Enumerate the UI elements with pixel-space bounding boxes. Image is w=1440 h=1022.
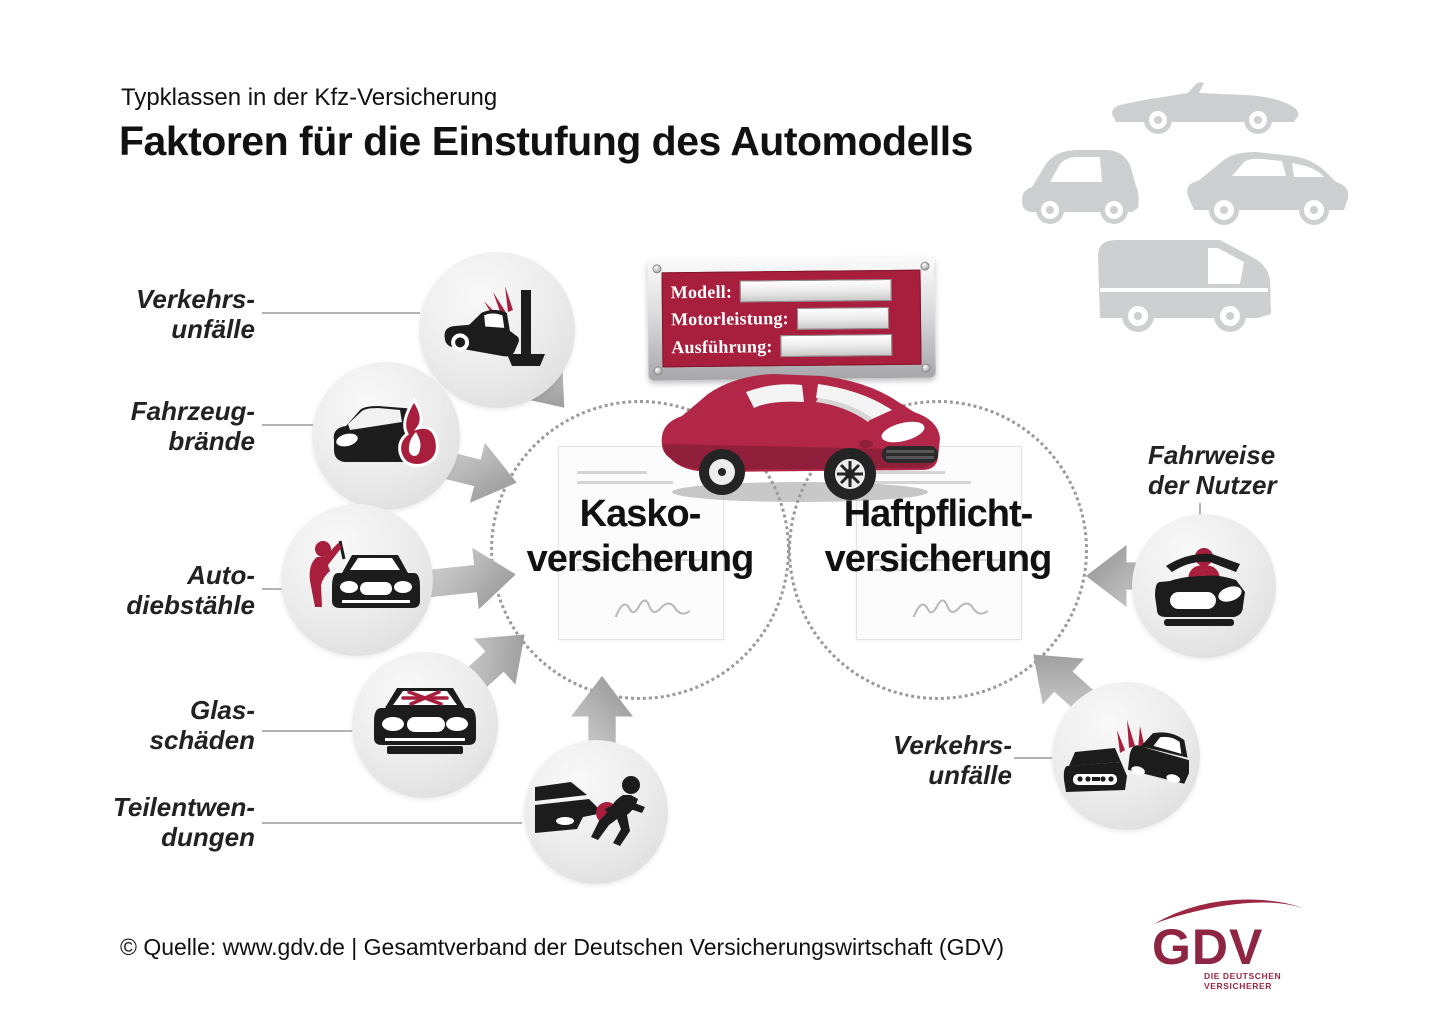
label-fahrzeugbraende: Fahrzeug-brände <box>130 396 255 456</box>
label-verkehrsunfaelle-right: Verkehrs-unfälle <box>893 730 1012 790</box>
compact-car-silhouette-icon <box>1016 130 1168 228</box>
kicker: Typklassen in der Kfz-Versicherung <box>121 84 498 111</box>
ausfuehrung-label: Ausführung: <box>671 335 773 357</box>
windshield-damage-icon <box>374 688 476 754</box>
connector-line <box>1014 757 1052 759</box>
connector-line <box>262 822 522 824</box>
convertible-silhouette-icon <box>1106 66 1306 138</box>
kasko-policy-document <box>558 446 724 640</box>
part-theft-icon <box>535 776 645 846</box>
factor-circle-fahrzeugbraende <box>312 362 460 510</box>
sign-row-ausfuehrung: Ausführung: <box>671 332 912 361</box>
screw-icon <box>920 261 930 271</box>
haftpflicht-policy-document <box>856 446 1022 640</box>
modell-label: Modell: <box>670 281 733 302</box>
motorleistung-field <box>796 306 889 330</box>
gdv-swoosh-icon <box>1154 899 1302 924</box>
van-silhouette-icon <box>1090 222 1315 340</box>
page-title: Faktoren für die Einstufung des Automode… <box>119 118 973 164</box>
driver-icon <box>1155 548 1245 626</box>
label-verkehrsunfaelle-left: Verkehrs-unfälle <box>136 284 255 344</box>
car-crash-pole-icon <box>444 286 545 366</box>
motorleistung-label: Motorleistung: <box>670 308 789 330</box>
factor-circle-glasschaeden <box>352 652 498 798</box>
sign-red-panel: Modell: Motorleistung: Ausführung: <box>661 269 922 368</box>
gdv-tagline: DIE DEUTSCHEN VERSICHERER <box>1204 971 1282 991</box>
suv-silhouette-icon <box>1180 136 1378 234</box>
modell-field <box>739 278 893 303</box>
factor-circle-autodiebstaehle <box>281 504 433 656</box>
kasko-label: Kasko- versicherung <box>526 493 755 580</box>
label-teilentwendungen: Teilentwen-dungen <box>112 792 255 852</box>
connector-line <box>262 312 420 314</box>
connector-line <box>262 730 358 732</box>
car-theft-icon <box>309 540 420 608</box>
label-glasschaeden: Glas-schäden <box>149 695 256 755</box>
two-car-crash-icon <box>1063 720 1189 792</box>
factor-circle-verkehrsunfaelle-right <box>1052 682 1200 830</box>
connector-line <box>262 588 290 590</box>
gdv-logo: GDV DIE DEUTSCHEN VERSICHERER <box>1152 892 1322 991</box>
factor-circle-fahrweise <box>1132 514 1276 658</box>
label-autodiebstaehle: Auto-diebstähle <box>126 560 255 620</box>
factor-circle-teilentwendungen <box>524 740 668 884</box>
haftpflicht-dotted-circle <box>788 400 1088 700</box>
car-fire-icon <box>333 397 439 467</box>
ausfuehrung-field <box>780 333 893 358</box>
connector-line <box>262 424 314 426</box>
source-line: © Quelle: www.gdv.de | Gesamtverband der… <box>120 934 1005 960</box>
gdv-wordmark: GDV <box>1152 919 1264 975</box>
screw-icon <box>652 264 662 274</box>
sign-row-motorleistung: Motorleistung: <box>671 304 912 333</box>
red-car-illustration <box>650 358 945 515</box>
sign-row-modell: Modell: <box>671 277 912 306</box>
factor-circle-verkehrsunfaelle-left <box>419 252 575 408</box>
